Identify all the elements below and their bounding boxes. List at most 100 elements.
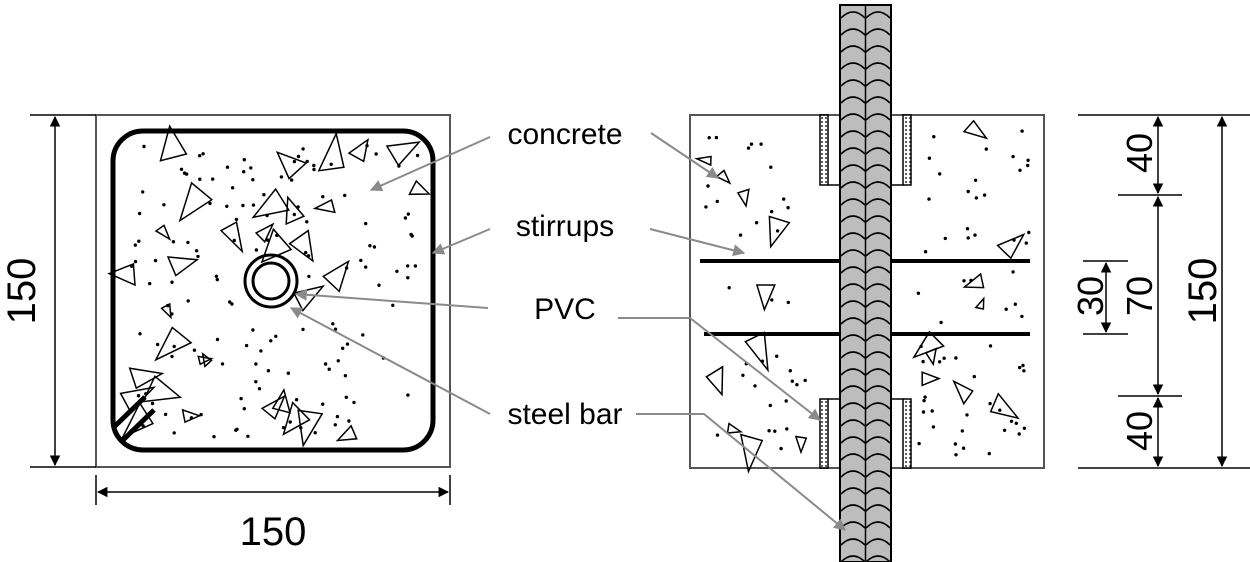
aggregate-dot [186,299,190,303]
aggregate-triangle [794,435,808,455]
aggregate-dot [199,412,203,417]
steel-bar-ribs [840,11,891,562]
aggregate-dot [988,344,993,348]
aggregate-dot [192,348,197,352]
stirrup-section [110,128,436,453]
bar-rib [840,436,866,444]
aggregate-dot [1004,307,1008,311]
bar-rib [865,198,891,206]
aggregate-triangle [962,272,985,289]
aggregate-dot [294,398,299,402]
aggregate-dot [966,236,970,240]
steel-bar-section [251,261,291,301]
aggregate-dot [138,332,142,336]
aggregate-dot [321,195,325,199]
aggregate-dot [927,156,932,160]
aggregate-triangle [989,392,1020,420]
aggregate-dot [241,203,245,208]
aggregate-triangle [385,141,422,167]
aggregate-dot [289,178,294,182]
aggregate-dot [301,327,305,332]
aggregate-dot [228,300,232,304]
aggregate-dot [767,429,771,433]
bar-rib [865,232,891,240]
aggregate-dot [307,274,311,279]
aggregate-dot [170,280,174,284]
aggregate-dot [331,322,335,326]
bar-rib [840,164,866,172]
aggregate-dot [998,408,1002,412]
aggregate-dot [1027,230,1031,235]
aggregate-dot [184,172,189,176]
aggregate-dot [406,212,410,216]
aggregate-dot [299,426,303,430]
aggregate-dot [786,300,790,305]
bar-rib [840,79,866,87]
bar-rib [840,283,866,291]
aggregate-dot [279,175,284,179]
aggregate-dot [265,238,270,242]
bar-rib [865,317,891,325]
bar-rib [865,147,891,155]
aggregate-dot [785,427,789,431]
aggregate-dot [321,402,325,406]
aggregate-dot [916,291,921,295]
callout-labels: concrete stirrups PVC steel bar [494,114,636,434]
aggregate-triangle [912,330,945,359]
bar-rib [865,79,891,87]
aggregate-dot [372,245,377,249]
aggregate-dot [760,359,765,363]
leader-pvc-left [294,288,489,309]
bar-rib [865,504,891,512]
aggregate-dot [274,334,278,338]
bar-rib [865,215,891,223]
aggregate-triangle [996,232,1026,260]
bar-rib [840,300,866,308]
aggregate-dot [170,354,174,359]
aggregate-triangle [154,326,193,362]
aggregate-dot [403,216,408,220]
aggregate-dot [770,209,774,214]
aggregate-triangle [260,227,293,264]
aggregate-dot [749,142,754,146]
aggregate-dot [714,135,719,140]
bar-rib [865,266,891,274]
leader-concrete-left [369,136,491,192]
aggregate-dot [954,356,958,360]
aggregate-dot [148,281,152,286]
aggregate-dot [335,414,340,419]
bar-rib [865,555,891,562]
aggregate-triangle [322,259,350,293]
aggregate-dot [1020,129,1024,133]
aggregate-dot [329,162,333,166]
aggregate-triangle [260,394,287,421]
bar-rib [865,487,891,495]
aggregate-dot [133,243,137,247]
aggregate-dot [144,392,148,396]
aggregate-triangle [154,224,172,241]
aggregate-dot [1018,168,1022,172]
leader-steelbar-right [636,413,846,531]
bar-rib [840,266,866,274]
bar-rib [840,198,866,206]
bar-rib [865,351,891,359]
aggregate-dot [406,264,410,268]
aggregate-dot [364,221,368,226]
aggregate-dot [242,170,246,174]
aggregate-dot [189,416,194,420]
aggregate-dot [923,250,928,254]
aggregate-dot [1022,426,1027,430]
aggregate-dot [931,425,936,429]
aggregate-dot [172,431,176,435]
aggregate-dot [1026,163,1030,168]
bar-rib [865,453,891,461]
aggregate-dot [265,213,269,218]
left-dimensions: 150 150 [0,114,451,554]
aggregate-dot [343,193,347,198]
aggregate-dot [172,344,176,349]
aggregate-dot [305,159,309,164]
aggregate-dot [803,378,807,383]
pvc-sleeve-top-right [902,114,912,186]
aggregate-dot [1021,363,1025,368]
aggregate-dot [960,429,964,433]
